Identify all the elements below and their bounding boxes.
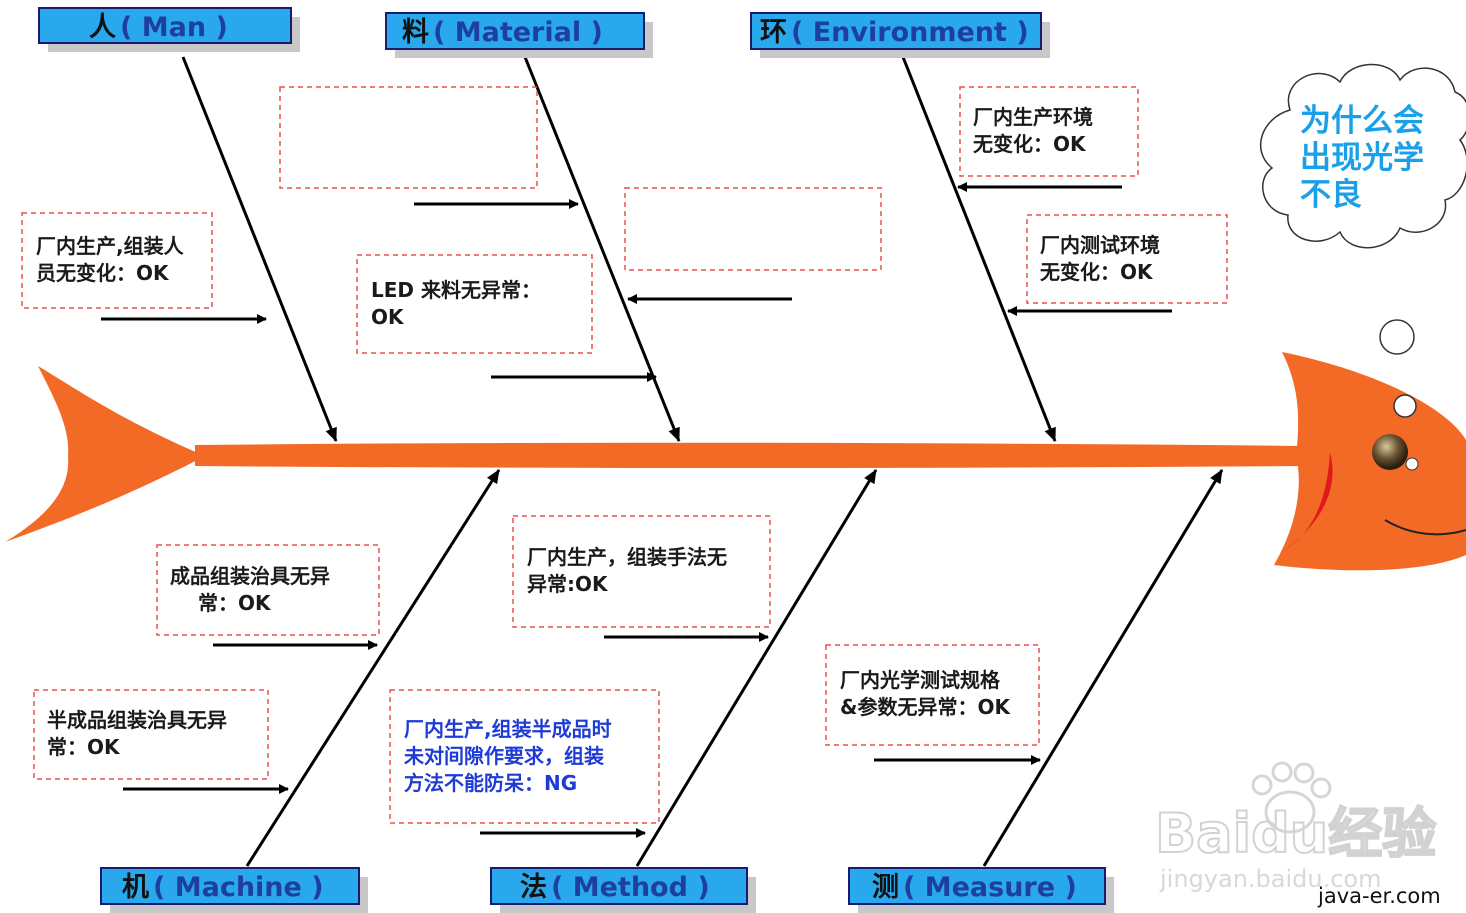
fish-gill <box>1282 452 1333 552</box>
note-box-material-empty-2 <box>624 187 882 271</box>
bone-machine <box>245 469 501 867</box>
note-method-gap-line-2: 未对间隙作要求，组装 <box>404 744 604 768</box>
category-measure-char: 测 <box>872 872 899 903</box>
category-material: 料( Material ) <box>385 12 653 58</box>
bone-measure <box>982 469 1224 867</box>
note-machine-semi-line-1: 半成品组装治具无异 <box>47 708 227 732</box>
category-man-label: ( Man ) <box>120 12 228 43</box>
svg-text:法( Method ): 法( Method ) <box>520 872 710 903</box>
svg-text:料( Material ): 料( Material ) <box>402 17 603 48</box>
fish-spine <box>195 442 1310 468</box>
category-material-label: ( Material ) <box>433 17 603 48</box>
note-machine-finished-line-2: 常：OK <box>198 591 272 615</box>
thought-bubble-small <box>1405 457 1419 471</box>
bone-material <box>523 56 681 442</box>
note-box-man-assembly <box>21 212 213 309</box>
note-boxes <box>21 86 1228 824</box>
problem-line-1: 为什么会 <box>1300 103 1424 139</box>
category-machine-label: ( Machine ) <box>153 872 324 903</box>
note-env-test-line-1: 厂内测试环境 <box>1040 233 1160 257</box>
note-box-env-production <box>959 86 1139 177</box>
note-method-technique-line-1: 厂内生产，组装手法无 <box>527 545 727 569</box>
note-box-material-empty-1 <box>279 86 538 189</box>
svg-text:人( Man ): 人( Man ) <box>89 12 228 43</box>
fish-tail <box>5 366 205 542</box>
note-material-led-line-2: OK <box>371 305 405 329</box>
note-env-test-line-2: 无变化：OK <box>1040 260 1154 284</box>
note-machine-semi-line-2: 常：OK <box>47 735 121 759</box>
thought-bubble-medium <box>1393 394 1417 418</box>
note-box-method-technique <box>512 515 771 628</box>
note-measure-spec-line-2: &参数无异常：OK <box>840 695 1011 719</box>
note-box-method-gap <box>389 689 660 824</box>
category-labels: 人( Man ) 料( Material ) 环( Environment ) … <box>38 7 1114 913</box>
fish-head <box>1274 319 1466 571</box>
note-method-gap-line-1: 厂内生产,组装半成品时 <box>404 717 612 741</box>
category-environment-char: 环 <box>760 17 787 48</box>
watermark-credit: java-er.com <box>1317 884 1441 908</box>
note-box-env-test <box>1026 214 1228 304</box>
note-box-machine-semi <box>33 689 269 780</box>
note-man-assembly-line-1: 厂内生产,组装人 <box>36 234 185 258</box>
watermark: Baidu经验 jingyan.baidu.com java-er.com <box>1154 761 1441 908</box>
fish-eye <box>1372 434 1408 470</box>
note-env-production-line-2: 无变化：OK <box>973 132 1087 156</box>
category-environment: 环( Environment ) <box>750 12 1050 58</box>
problem-cloud <box>1260 63 1466 249</box>
svg-text:环( Environment ): 环( Environment ) <box>760 17 1029 48</box>
svg-text:机( Machine ): 机( Machine ) <box>122 872 324 903</box>
category-machine-char: 机 <box>122 872 149 903</box>
note-texts: 厂内生产,组装人 员无变化：OK LED 来料无异常： OK 厂内生产环境 无变… <box>36 105 1160 795</box>
category-measure: 测( Measure ) <box>848 867 1114 913</box>
category-man-char: 人 <box>89 12 116 43</box>
note-man-assembly-line-2: 员无变化：OK <box>36 261 170 285</box>
watermark-brand: Baidu经验 <box>1155 802 1436 865</box>
bone-man <box>181 56 338 442</box>
problem-line-2: 出现光学 <box>1300 140 1424 176</box>
note-method-gap-line-3: 方法不能防呆：NG <box>404 771 577 795</box>
note-box-machine-finished <box>156 544 380 636</box>
category-man: 人( Man ) <box>38 7 300 52</box>
category-environment-label: ( Environment ) <box>791 17 1029 48</box>
note-measure-spec-line-1: 厂内光学测试规格 <box>840 668 1001 692</box>
paw-icon <box>1251 761 1332 834</box>
category-method: 法( Method ) <box>490 867 756 913</box>
category-machine: 机( Machine ) <box>100 867 368 913</box>
svg-text:测( Measure ): 测( Measure ) <box>872 872 1077 903</box>
category-method-char: 法 <box>520 872 547 903</box>
thought-bubble-large <box>1379 319 1415 355</box>
sub-arrows <box>101 182 1172 838</box>
note-method-technique-line-2: 异常:OK <box>527 572 609 596</box>
note-material-led-line-1: LED 来料无异常： <box>371 278 541 302</box>
bone-environment <box>901 56 1057 442</box>
watermark-url: jingyan.baidu.com <box>1159 865 1381 893</box>
category-measure-label: ( Measure ) <box>903 872 1077 903</box>
note-box-measure-spec <box>825 644 1040 746</box>
note-box-material-led <box>356 254 593 354</box>
category-method-label: ( Method ) <box>551 872 710 903</box>
bone-method <box>635 469 878 867</box>
note-machine-finished-line-1: 成品组装治具无异 <box>170 564 330 588</box>
note-env-production-line-1: 厂内生产环境 <box>973 105 1093 129</box>
problem-line-3: 不良 <box>1300 177 1362 213</box>
category-material-char: 料 <box>402 17 429 48</box>
problem-statement: 为什么会 出现光学 不良 <box>1300 103 1424 213</box>
fish-mouth <box>1384 519 1466 536</box>
